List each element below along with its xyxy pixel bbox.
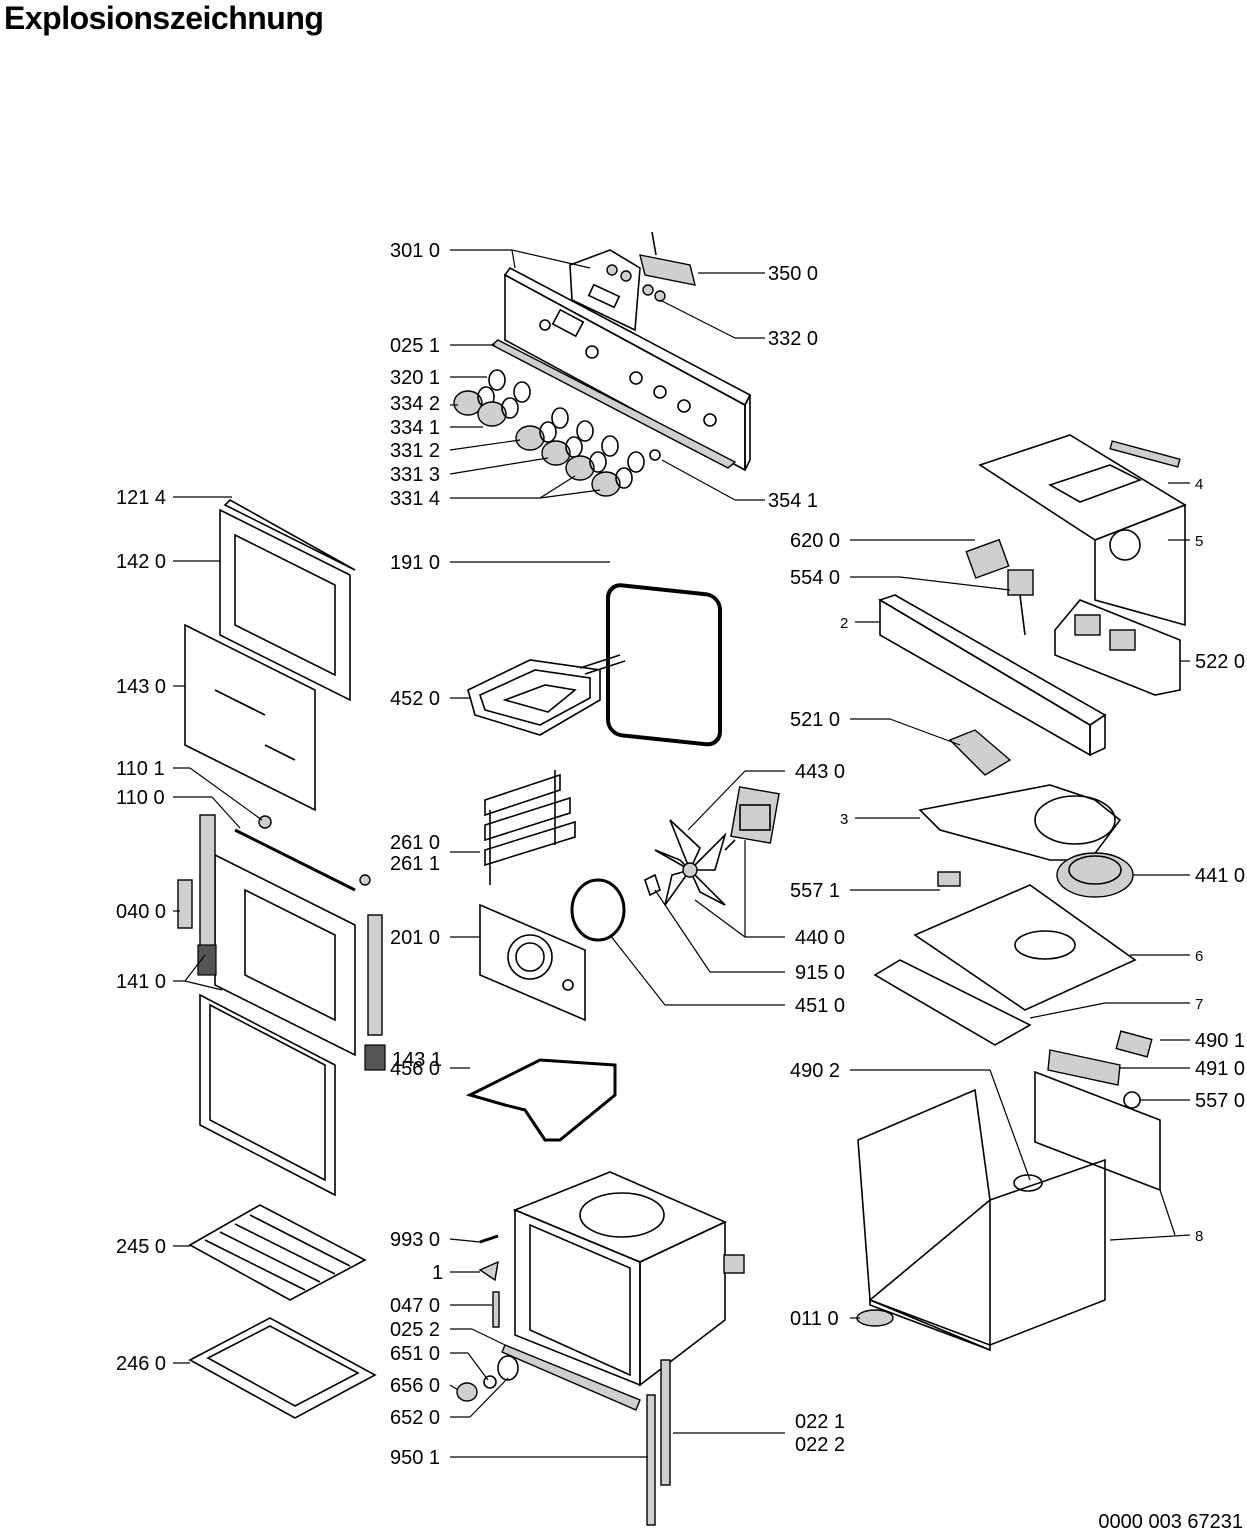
label-451-0: 451 0 [795, 995, 845, 1017]
oven-cavity [492, 1171, 745, 1526]
label-047-0: 047 0 [390, 1295, 440, 1317]
label-040-0: 040 0 [116, 901, 166, 923]
oven-housing [856, 1070, 1161, 1352]
label-022-2: 022 2 [795, 1434, 845, 1456]
document-number: 0000 003 67231 [1098, 1511, 1243, 1533]
label-651-0: 651 0 [390, 1343, 440, 1365]
label-331-3: 331 3 [390, 464, 440, 486]
control-knobs [453, 369, 661, 497]
circular-heating-element [570, 878, 626, 942]
label-491-0: 491 0 [1195, 1058, 1245, 1080]
label-490-1: 490 1 [1195, 1030, 1245, 1052]
wire-rack [188, 1204, 367, 1301]
label-440-0: 440 0 [795, 927, 845, 949]
label-011-0: 011 0 [790, 1308, 839, 1330]
shelf-rails [484, 770, 576, 885]
label-8: 8 [1195, 1228, 1203, 1245]
small-parts [456, 1234, 519, 1402]
part-labels: 301 0 350 0 332 0 025 1 320 1 334 2 334 … [116, 240, 1245, 1469]
label-490-2: 490 2 [790, 1060, 840, 1082]
door-assembly [177, 499, 386, 1197]
label-3: 3 [840, 811, 848, 828]
label-452-0: 452 0 [390, 688, 440, 710]
air-duct [918, 784, 1122, 861]
label-025-1: 025 1 [390, 335, 440, 357]
label-915-0: 915 0 [795, 962, 845, 984]
label-201-0: 201 0 [390, 927, 440, 949]
label-331-4: 331 4 [390, 488, 440, 510]
label-6: 6 [1195, 948, 1203, 965]
label-334-2: 334 2 [390, 393, 440, 415]
label-456-0: 456 0 [390, 1058, 440, 1080]
label-245-0: 245 0 [116, 1236, 166, 1258]
cooling-fan [1056, 852, 1134, 898]
timer-module [569, 231, 696, 332]
back-panel-parts [1047, 1030, 1153, 1109]
top-cover [978, 434, 1187, 627]
label-620-0: 620 0 [790, 530, 840, 552]
fan-back-cover [479, 903, 586, 1022]
label-261-1: 261 1 [390, 853, 440, 875]
label-331-2: 331 2 [390, 440, 440, 462]
grill-heating-element [467, 654, 626, 736]
label-2: 2 [840, 615, 848, 632]
fan-motor [724, 786, 780, 851]
label-143-1: 143 1 [392, 1049, 442, 1071]
label-141-0: 141 0 [116, 971, 166, 993]
label-993-0: 993 0 [390, 1229, 440, 1251]
label-246-0: 246 0 [116, 1353, 166, 1375]
control-panel [490, 266, 752, 472]
label-557-1: 557 1 [790, 880, 840, 902]
switch-parts [965, 538, 1034, 636]
label-7: 7 [1195, 996, 1203, 1013]
baking-tray [188, 1317, 377, 1419]
label-656-0: 656 0 [390, 1375, 440, 1397]
label-332-0: 332 0 [768, 328, 818, 350]
label-301-0: 301 0 [390, 240, 440, 262]
label-121-4: 121 4 [116, 487, 166, 509]
label-652-0: 652 0 [390, 1407, 440, 1429]
label-022-1: 022 1 [795, 1411, 845, 1433]
label-443-0: 443 0 [795, 761, 845, 783]
control-frame [878, 594, 1107, 757]
bottom-heating-element [465, 1058, 617, 1142]
label-522-0: 522 0 [1195, 651, 1245, 673]
label-950-1: 950 1 [390, 1447, 440, 1469]
thermostat [937, 871, 961, 887]
label-320-1: 320 1 [390, 367, 440, 389]
label-025-2: 025 2 [390, 1319, 440, 1341]
page-title: Explosionszeichnung [4, 0, 324, 36]
label-1: 1 [432, 1262, 443, 1284]
cover-plates [873, 884, 1137, 1046]
label-191-0: 191 0 [390, 552, 440, 574]
label-110-1: 110 1 [116, 758, 165, 780]
terminal-block [948, 729, 1012, 776]
label-5: 5 [1195, 533, 1203, 550]
label-142-0: 142 0 [116, 551, 166, 573]
electronic-module [1054, 599, 1181, 696]
label-441-0: 441 0 [1195, 865, 1245, 887]
door-gasket [606, 583, 722, 747]
label-261-0: 261 0 [390, 832, 440, 854]
label-554-0: 554 0 [790, 567, 840, 589]
label-110-0: 110 0 [116, 787, 165, 809]
label-143-0: 143 0 [116, 676, 166, 698]
label-350-0: 350 0 [768, 263, 818, 285]
fan-blade [644, 819, 727, 906]
label-521-0: 521 0 [790, 709, 840, 731]
label-557-0: 557 0 [1195, 1090, 1245, 1112]
label-354-1: 354 1 [768, 490, 818, 512]
label-4: 4 [1195, 476, 1203, 493]
label-334-1: 334 1 [390, 417, 440, 439]
leader-lines [173, 249, 1191, 1458]
